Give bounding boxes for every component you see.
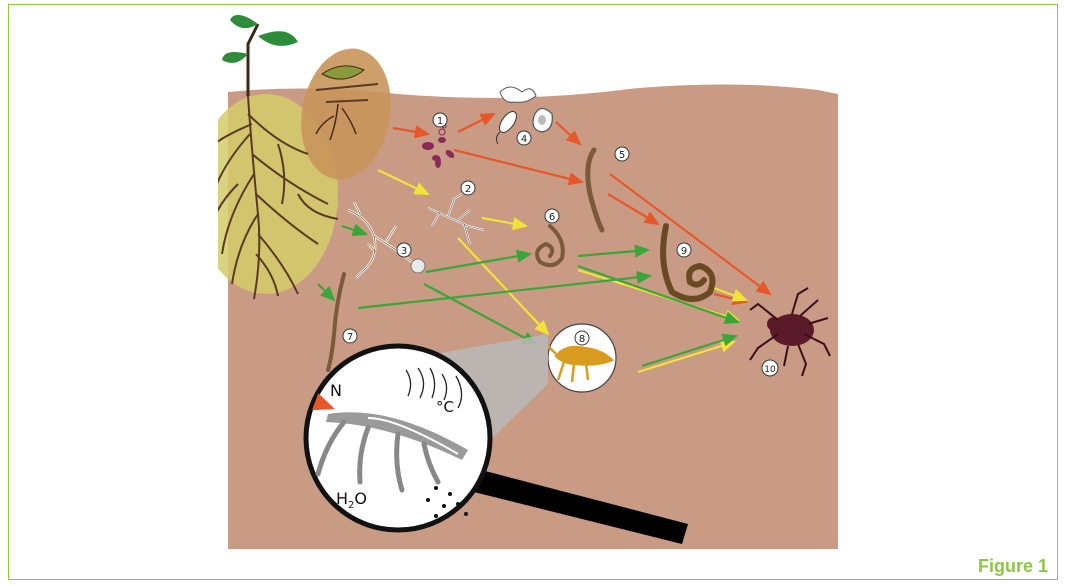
- number-label-6: 6: [545, 209, 559, 223]
- temperature-label: °C: [436, 398, 454, 416]
- number-label-7: 7: [343, 329, 357, 343]
- svg-text:4: 4: [521, 134, 527, 145]
- nitrogen-label: N: [330, 381, 342, 400]
- svg-text:7: 7: [347, 332, 353, 343]
- svg-text:3: 3: [401, 246, 407, 257]
- magnifier-lens: N °C H2O: [306, 346, 490, 530]
- number-label-8: 8: [575, 331, 589, 345]
- figure-caption: Figure 1: [978, 556, 1048, 577]
- plant-icon: [222, 15, 298, 96]
- svg-text:5: 5: [619, 150, 625, 161]
- number-label-1: 1: [433, 113, 447, 127]
- svg-text:2: 2: [465, 184, 471, 195]
- number-label-5: 5: [615, 147, 629, 161]
- number-label-3: 3: [397, 243, 411, 257]
- number-label-2: 2: [461, 181, 475, 195]
- svg-text:9: 9: [681, 246, 687, 257]
- soil-food-web-diagram: N °C H2O 1 2 3 4 5 6 7 8 9 10: [218, 4, 848, 552]
- number-label-9: 9: [677, 243, 691, 257]
- svg-text:6: 6: [549, 212, 555, 223]
- number-label-4: 4: [517, 131, 531, 145]
- svg-text:8: 8: [579, 334, 585, 345]
- svg-text:10: 10: [764, 365, 776, 375]
- number-label-10: 10: [762, 360, 778, 376]
- svg-text:1: 1: [437, 116, 443, 127]
